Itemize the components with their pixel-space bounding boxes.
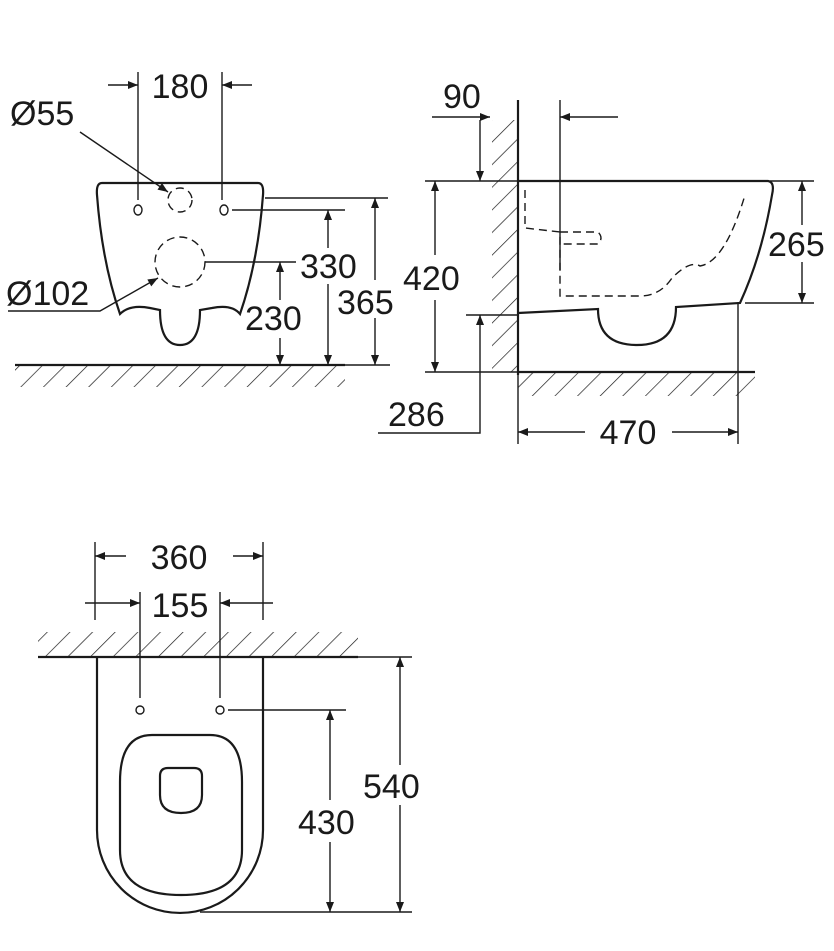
fixing-hole-right — [219, 204, 229, 216]
side-bowl-outline — [517, 179, 774, 347]
dim-330: 330 — [300, 248, 357, 286]
fixing-hole-left — [133, 204, 143, 216]
dim-155: 155 — [152, 587, 209, 625]
wall-side — [492, 100, 520, 375]
wall-top — [38, 632, 358, 659]
dim-286: 286 — [388, 396, 445, 434]
top-hole-right — [215, 705, 225, 715]
front-bowl-outline — [95, 181, 265, 347]
inlet-circle — [167, 187, 193, 213]
dim-265: 265 — [768, 226, 825, 264]
bowl-opening — [158, 766, 204, 815]
dim-90: 90 — [443, 78, 481, 116]
dim-540: 540 — [363, 768, 420, 806]
outlet-circle — [154, 236, 206, 288]
top-view: 360 155 540 430 — [38, 539, 420, 915]
top-bowl-outline — [95, 657, 265, 915]
dim-365: 365 — [337, 284, 394, 322]
dim-230: 230 — [245, 300, 302, 338]
dim-outlet-diameter: Ø102 — [6, 275, 89, 313]
dim-430: 430 — [298, 804, 355, 842]
seat-outline — [118, 733, 244, 897]
dim-inlet-diameter: Ø55 — [10, 95, 74, 133]
dim-470: 470 — [600, 414, 657, 452]
dim-360: 360 — [151, 539, 208, 577]
floor-front — [15, 363, 345, 387]
floor-side — [518, 370, 755, 396]
front-view: 180 Ø55 Ø102 230 330 365 — [6, 68, 394, 387]
dim-420: 420 — [403, 260, 460, 298]
top-hole-left — [135, 705, 145, 715]
side-bowl-hidden — [524, 190, 746, 297]
dim-180: 180 — [152, 68, 209, 106]
side-view: 90 420 265 286 470 — [378, 78, 825, 452]
